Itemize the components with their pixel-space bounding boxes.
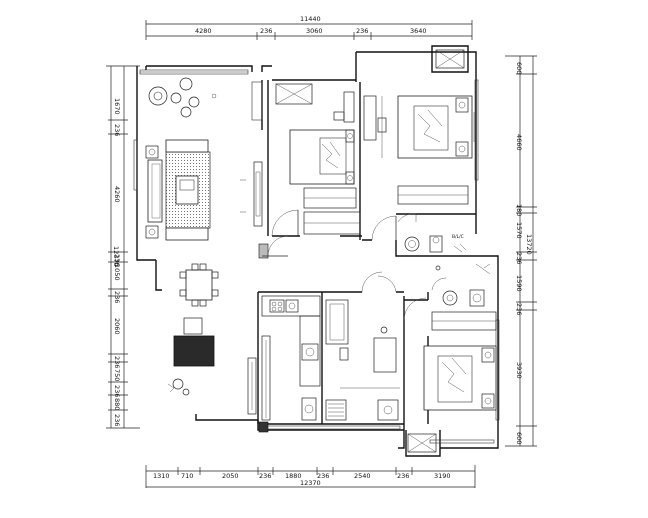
- bath-note-label: B/L/C: [452, 234, 464, 240]
- bottom-dimension-3: 2050: [222, 472, 239, 480]
- bedroom-2: [363, 95, 475, 241]
- right-dimension-1: 600: [515, 62, 523, 74]
- top-dimension-4: 236: [356, 27, 368, 35]
- left-dimension-5: 1050: [113, 264, 121, 281]
- bedroom-1: [271, 91, 361, 237]
- bottom-total-dimension: 12370: [300, 479, 321, 487]
- center-nook: [325, 271, 400, 421]
- left-dimension-3: 4260: [113, 186, 121, 203]
- right-dimension-4: 1570: [515, 222, 523, 239]
- top-dimension-5: 3640: [410, 27, 427, 35]
- bottom-dimension-4: 236: [259, 472, 271, 480]
- windows: [133, 69, 500, 444]
- left-total-dimension: 12370: [112, 246, 120, 267]
- bottom-dimension-8: 236: [397, 472, 409, 480]
- bottom-dimension-9: 3190: [434, 472, 451, 480]
- bedroom-3: [403, 297, 497, 411]
- bottom-dimension-2: 710: [181, 472, 193, 480]
- bottom-dimension-chain: 1310 710 2050 236 1880 236 2540 236 3190…: [145, 465, 476, 488]
- top-total-dimension: 11440: [300, 15, 321, 23]
- bottom-dimension-6: 236: [317, 472, 329, 480]
- bathroom-upper: B/L/C: [397, 213, 467, 253]
- left-dimension-10: 236: [113, 385, 121, 397]
- wall-columns: [258, 243, 269, 433]
- right-dimension-7: 236: [515, 303, 523, 315]
- right-dimension-chain: 13720 600 4660 180 1570 236 1590 236 393…: [505, 55, 537, 447]
- entry: [211, 93, 289, 257]
- right-dimension-9: 600: [515, 432, 523, 444]
- left-dimension-12: 236: [113, 414, 121, 426]
- top-dimension-3: 3060: [306, 27, 323, 35]
- right-dimension-8: 3930: [515, 362, 523, 379]
- bottom-dimension-7: 2540: [354, 472, 371, 480]
- top-dimension-1: 4280: [195, 27, 212, 35]
- left-dimension-2: 236: [113, 124, 121, 136]
- right-dimension-5: 236: [515, 252, 523, 264]
- top-dimension-chain: 11440 4280 236 3060 236 3640: [145, 15, 473, 40]
- walls: [136, 45, 499, 457]
- balcony-boxes: [275, 49, 465, 453]
- left-dimension-1: 1670: [113, 98, 121, 115]
- left-dimension-4: 236: [113, 254, 121, 266]
- left-dimension-6: 236: [113, 291, 121, 303]
- top-dimension-2: 236: [260, 27, 272, 35]
- dining-area: [167, 263, 219, 396]
- bottom-dimension-5: 1880: [285, 472, 302, 480]
- right-dimension-6: 1590: [515, 275, 523, 292]
- right-total-dimension: 13720: [525, 234, 533, 255]
- bathroom-lower: [431, 263, 491, 307]
- left-dimension-7: 2060: [113, 318, 121, 335]
- right-dimension-3: 180: [515, 204, 523, 216]
- kitchen: [247, 295, 321, 421]
- living-room: [145, 77, 263, 241]
- bottom-dimension-1: 1310: [153, 472, 170, 480]
- left-dimension-chain: 12370 1670 236 4260 236 1050 236 2060 23…: [106, 65, 140, 429]
- left-dimension-11: 880: [113, 398, 121, 410]
- right-dimension-2: 4660: [515, 134, 523, 151]
- left-dimension-9: 750: [113, 369, 121, 381]
